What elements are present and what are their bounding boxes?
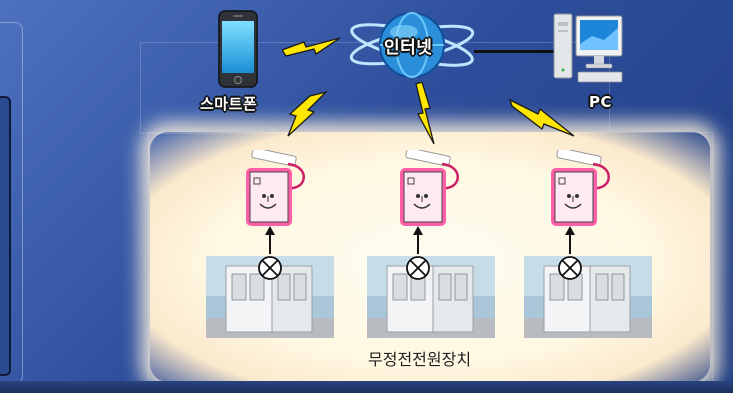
- left-frame-inner: [0, 96, 11, 376]
- pc-label: PC: [589, 93, 613, 111]
- pc-icon: [553, 13, 623, 83]
- smartphone-label: 스마트폰: [200, 95, 258, 113]
- globe-icon: [349, 12, 475, 78]
- lightning-icon: [415, 82, 435, 145]
- network-cable: [474, 50, 560, 53]
- smartphone-icon: [218, 10, 258, 88]
- sensor-node-icon: [400, 150, 459, 226]
- ups-cabinet-icon: [524, 226, 652, 338]
- ups-devices-caption: 무정전전원장치: [368, 350, 472, 369]
- lightning-icon: [282, 37, 340, 57]
- sensor-node-icon: [246, 150, 305, 226]
- internet-label: 인터넷: [384, 38, 433, 58]
- sensor-node-icon: [551, 150, 610, 226]
- lightning-icon: [508, 98, 575, 137]
- bottom-strip: [0, 381, 733, 393]
- ups-cabinet-icon: [206, 226, 334, 338]
- ups-cabinet-icon: [367, 226, 495, 338]
- lightning-icon: [287, 90, 328, 137]
